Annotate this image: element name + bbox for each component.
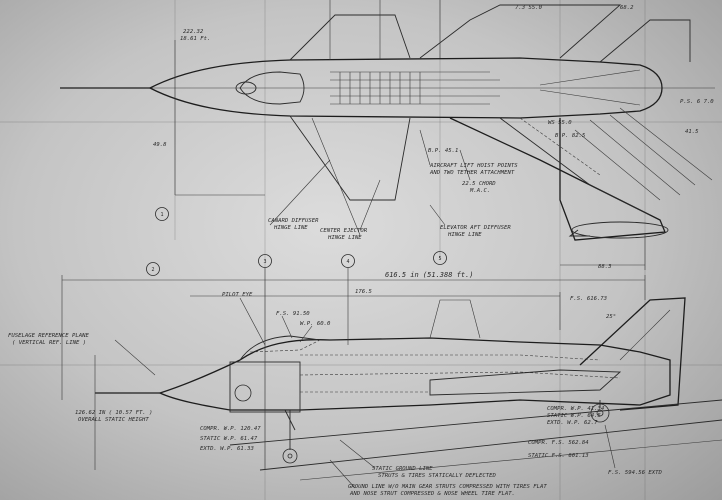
station-bubble-label: 4 [346,259,349,265]
station-bubble [341,254,355,268]
chord-label: 22.5 CHORD [462,181,496,187]
bp-label: B.P. 45.1 [428,148,458,154]
static-height-label: 126.62 IN ( 10.57 FT. ) [75,410,152,416]
canopy [239,71,305,105]
extd-left-label: EXTD. W.P. 61.33 [200,446,255,452]
elevator-hinge-label: HINGE LINE [447,232,482,238]
static-fs-label: STATIC F.S. 601.13 [528,453,589,459]
hoist-points-label: AIRCRAFT LIFT HOIST POINTS [429,163,518,169]
nose-wheel [282,448,298,464]
nose-strut-label: AND NOSE STRUT COMPRESSED & NOSE WHEEL T… [349,491,515,497]
ground-line-flat-label: GROUND LINE W/O MAIN GEAR STRUTS COMPRES… [348,484,547,490]
pilot-eye-label: PILOT EYE [222,292,253,298]
static-deflected-label: STRUTS & TIRES STATICALLY DEFLECTED [378,473,497,479]
fuselage-ref-label: FUSELAGE REFERENCE PLANE [8,333,89,339]
tail-angle-label: 25° [606,314,616,320]
tag-top-1: 7.3 55.0 [515,5,543,11]
nose-gear [282,409,298,464]
tether-label: AND TWO TETHER ATTACHMENT [429,170,515,176]
station-bubble [146,262,160,276]
nose-station-ft-label: 18.61 Ft. [180,36,210,42]
vertical-tail [579,297,686,411]
lift-fan-slats [330,71,500,105]
elevator-diffuser-label: ELEVATOR AFT DIFFUSER [440,225,511,231]
bp-right-label: B.P. 82.5 [555,133,586,139]
canard-hinge-label: HINGE LINE [273,225,308,231]
main-wheel [590,403,610,423]
static-right-label: STATIC W.P. 64.5 [547,413,602,419]
tag-right-1: P.S. 6 7.0 [680,99,714,105]
station-bubble-label: 2 [151,267,154,273]
dim-left-label: 49.8 [153,142,167,148]
static-ground-line-label: STATIC GROUND LINE [372,466,433,472]
wing-hatch [574,107,713,201]
dim-right-label: 88.3 [598,264,612,270]
wp-label: W.P. 60.0 [300,321,331,327]
overall-height-label: OVERALL STATIC HEIGHT [78,417,149,423]
ws-label: WS 55.0 [548,120,572,126]
main-gear [590,400,610,423]
overall-length-label: 616.5 in (51.388 ft.) [385,271,474,279]
tail-plan [599,19,691,63]
nose-station-label: 222.32 [183,29,204,35]
extd-right-label: EXTD. W.P. 62.7 [547,420,598,426]
station-bubble [433,251,447,265]
canard-upper [289,14,411,61]
fs-extd-label: F.S. 594.56 EXTD [608,470,663,476]
wing-spar-line [499,117,651,216]
comp-left-label: COMPR. W.P. 120.47 [200,426,261,432]
station-bubble-label: 3 [263,259,266,265]
fs-label: F.S. 91.50 [276,311,310,317]
wing-upper [419,4,622,59]
fs-right-label: F.S. 616.73 [570,296,608,302]
side-wing-root [429,369,622,396]
comp-right-label: COMPR. W.P. 41.34 [547,406,604,412]
ground-line-deflected [229,399,722,446]
cockpit-seat [235,81,257,95]
reference-station-label: 176.5 [355,289,372,295]
center-ejector-label: CENTER EJECTOR [320,228,368,234]
canard-diffuser-label: CANARD DIFFUSER [268,218,319,224]
station-bubble [155,207,169,221]
intake-ring [234,384,252,402]
station-bubble-label: 5 [438,256,441,262]
side-view: 616.5 in (51.388 ft.) 176.5 F.S. 616.73 … [8,268,722,497]
canard-lower [289,115,411,201]
static-left-label: STATIC W.P. 61.47 [200,436,258,442]
side-fuselage [158,337,671,411]
ground-line-static [259,419,722,471]
mac-label: M.A.C. [469,188,490,194]
vertical-ref-label: ( VERTICAL REF. LINE ) [12,340,86,346]
tag-top-2: 68.2 [620,5,634,11]
wing-tip-pod [571,221,669,239]
station-bubbles: 1 2 3 4 5 [146,207,447,276]
plan-fuselage [148,57,663,119]
comp-fs-label: COMPR. F.S. 562.84 [528,440,589,446]
plan-view: 222.32 18.61 Ft. CANARD DIFFUSER HINGE L… [60,0,715,270]
center-ejector-hinge-label: HINGE LINE [327,235,362,241]
dorsal-fairing [429,299,481,339]
station-bubble [258,254,272,268]
tag-right-2: 41.5 [685,129,699,135]
station-bubble-label: 1 [160,212,163,218]
